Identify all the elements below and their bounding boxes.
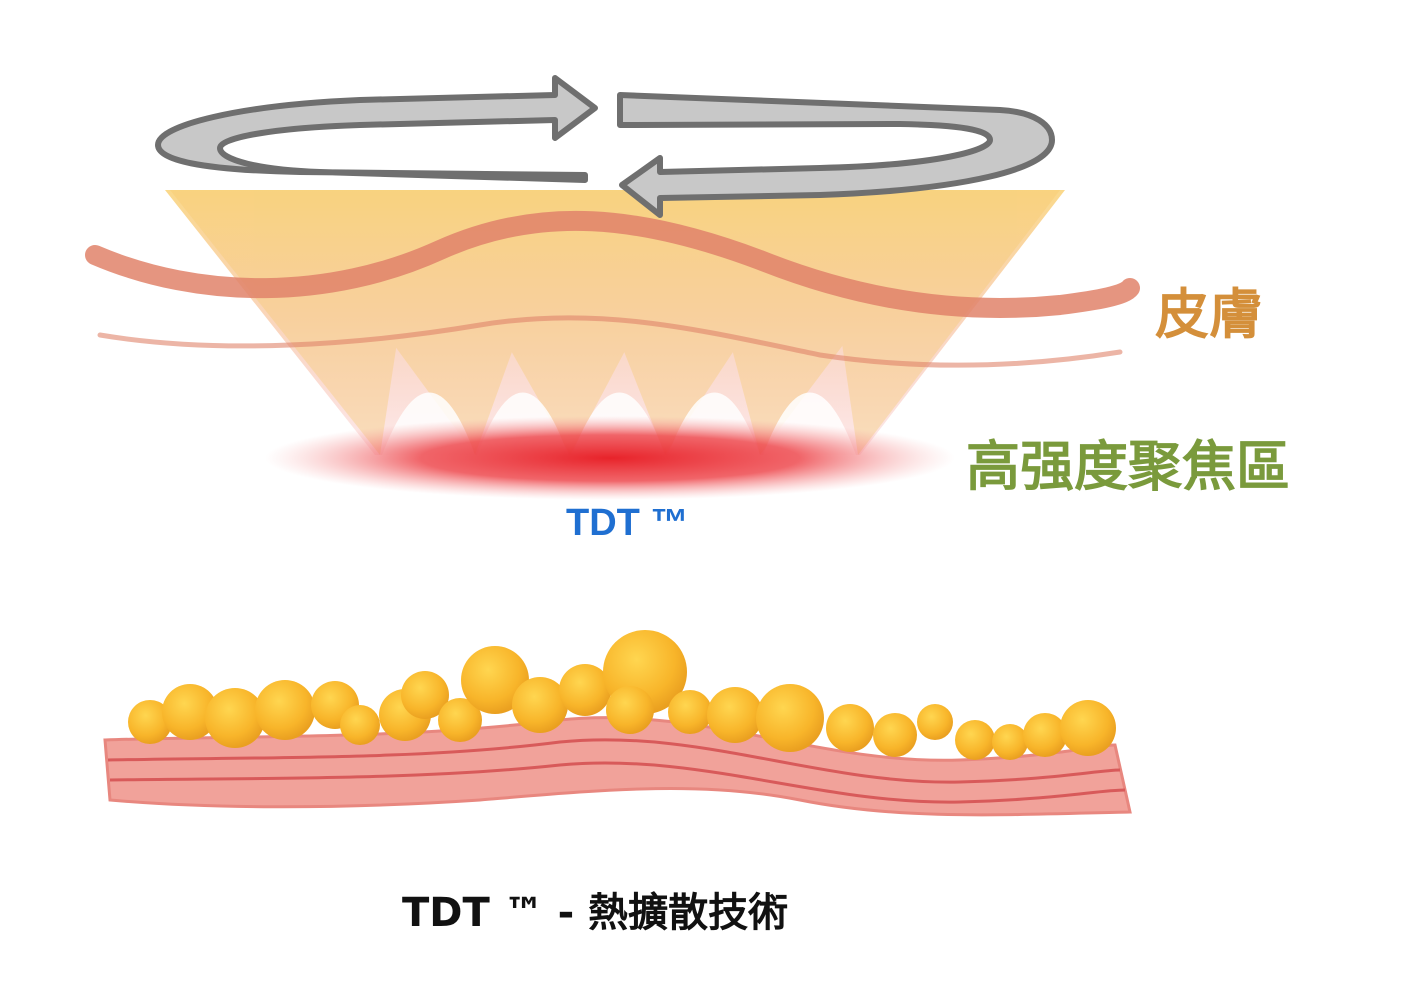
tdt-label: TDT ™ (566, 502, 689, 544)
skin-line-outer (85, 210, 1140, 318)
rotation-arrow-icon (155, 75, 1055, 218)
fat-cell-icon (128, 630, 1116, 760)
focus-band (265, 416, 955, 500)
skin-label: 皮膚 (1155, 283, 1263, 346)
skin-line-inner (97, 315, 1123, 368)
caption: TDT ™ - 熱擴散技術 (402, 890, 789, 936)
focus-zone-label: 高强度聚焦區 (966, 435, 1290, 498)
